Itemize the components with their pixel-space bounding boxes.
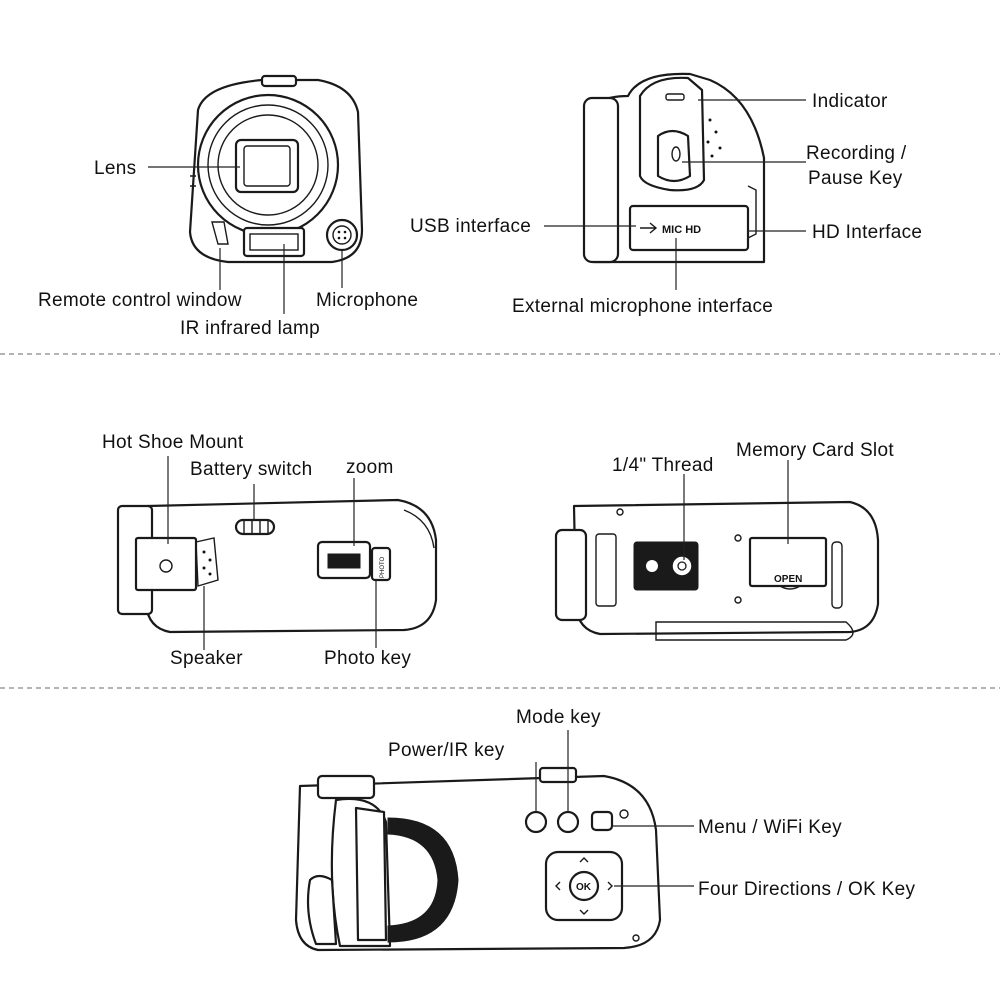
label-hot-shoe-mount: Hot Shoe Mount bbox=[102, 432, 244, 453]
label-recording-pause-key-line1: Recording / bbox=[806, 143, 907, 164]
left-side-view: OK bbox=[294, 766, 662, 952]
label-zoom: zoom bbox=[346, 457, 394, 478]
label-power-ir-key: Power/IR key bbox=[388, 740, 505, 761]
label-quarter-inch-thread: 1/4" Thread bbox=[612, 455, 714, 476]
device-marking-photo: PHOTO bbox=[380, 556, 386, 578]
label-ir-infrared-lamp: IR infrared lamp bbox=[180, 318, 320, 339]
label-mode-key: Mode key bbox=[516, 707, 601, 728]
side-view-ports: MIC HD bbox=[582, 72, 766, 264]
label-lens: Lens bbox=[94, 158, 136, 179]
label-hd-interface: HD Interface bbox=[812, 222, 922, 243]
label-indicator: Indicator bbox=[812, 91, 888, 112]
label-usb-interface: USB interface bbox=[410, 216, 531, 237]
label-microphone: Microphone bbox=[316, 290, 418, 311]
front-view bbox=[188, 74, 364, 264]
device-marking-open: OPEN bbox=[774, 574, 802, 585]
label-remote-control-window: Remote control window bbox=[38, 290, 242, 311]
bottom-view: OPEN bbox=[554, 500, 880, 641]
label-photo-key: Photo key bbox=[324, 648, 411, 669]
label-memory-card-slot: Memory Card Slot bbox=[736, 440, 894, 461]
device-marking-ok: OK bbox=[576, 882, 592, 893]
label-recording-pause-key-line2: Pause Key bbox=[808, 168, 903, 189]
top-view: PHOTO bbox=[116, 498, 438, 634]
device-marking-mic-hd: MIC HD bbox=[662, 224, 701, 236]
label-menu-wifi-key: Menu / WiFi Key bbox=[698, 817, 842, 838]
label-external-microphone-interface: External microphone interface bbox=[512, 296, 773, 317]
label-battery-switch: Battery switch bbox=[190, 459, 312, 480]
label-four-directions-ok-key: Four Directions / OK Key bbox=[698, 879, 916, 900]
label-speaker: Speaker bbox=[170, 648, 243, 669]
